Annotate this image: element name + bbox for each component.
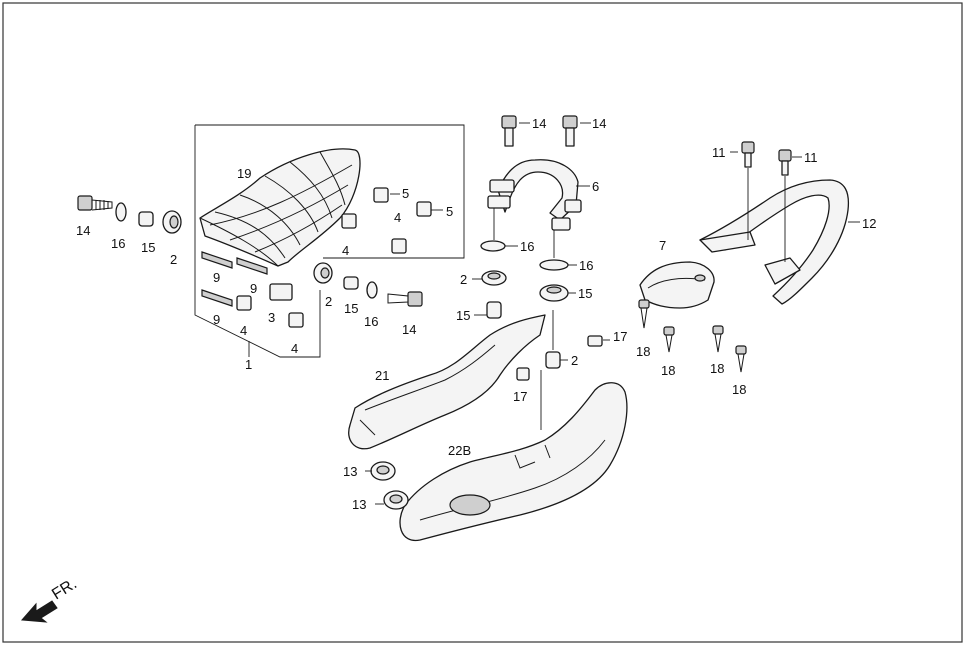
callout-16c: 16 [520, 239, 534, 254]
screw-18b [663, 326, 675, 353]
callout-14a: 14 [76, 223, 90, 238]
callout-5a: 5 [402, 186, 409, 201]
callout-11a: 11 [712, 145, 726, 160]
seat-bolt-right [387, 291, 423, 307]
callout-19: 19 [237, 166, 251, 181]
grommet-13b [383, 490, 409, 510]
callout-18c: 18 [710, 361, 724, 376]
damper-4a [341, 213, 357, 229]
front-arrow-icon [20, 600, 58, 623]
grab-rail-12 [699, 179, 850, 305]
callout-18a: 18 [636, 344, 650, 359]
callout-2a: 2 [170, 252, 177, 267]
grommet-13a [370, 461, 396, 481]
rear-rack [487, 159, 582, 231]
callout-4b: 4 [394, 210, 401, 225]
callout-16a: 16 [111, 236, 125, 251]
collar-2d [545, 351, 561, 369]
washer-16d [539, 259, 569, 271]
callout-15d: 15 [456, 308, 470, 323]
callout-9b: 9 [250, 281, 257, 296]
side-cover-22b [399, 382, 628, 541]
seat-group-box-lower [194, 125, 321, 358]
strip-9b [236, 257, 268, 275]
screw-18a [638, 299, 650, 329]
callout-3: 3 [268, 310, 275, 325]
grommet-right [313, 262, 333, 284]
collar-right [343, 276, 359, 290]
callout-4a: 4 [342, 243, 349, 258]
callout-17b: 17 [513, 389, 527, 404]
callout-15c: 15 [578, 286, 592, 301]
bracket-3 [269, 283, 293, 301]
grommet-15c [539, 284, 569, 302]
seat-group-box [195, 124, 465, 259]
washer-16c [480, 240, 506, 252]
bolt-11a [741, 141, 755, 168]
washer-right [366, 281, 378, 299]
callout-2d: 2 [571, 353, 578, 368]
callout-18b: 18 [661, 363, 675, 378]
callout-18d: 18 [732, 382, 746, 397]
callout-14c: 14 [532, 116, 546, 131]
callout-9a: 9 [213, 270, 220, 285]
screw-18c [712, 325, 724, 353]
callout-17a: 17 [613, 329, 627, 344]
callout-16d: 16 [579, 258, 593, 273]
callout-13a: 13 [343, 464, 357, 479]
callout-22b: 22B [448, 443, 471, 458]
side-cover-21 [348, 314, 546, 450]
strip-9c [201, 289, 233, 307]
callout-2b: 2 [325, 294, 332, 309]
collar-left [138, 211, 154, 227]
callout-12: 12 [862, 216, 876, 231]
callout-9c: 9 [213, 312, 220, 327]
damper-5a [373, 187, 389, 203]
callout-5b: 5 [446, 204, 453, 219]
clip-17a [587, 335, 603, 347]
damper-5b [416, 201, 432, 217]
grommet-2c [481, 270, 507, 286]
callout-6: 6 [592, 179, 599, 194]
callout-21: 21 [375, 368, 389, 383]
callout-4d: 4 [291, 341, 298, 356]
screw-18d [735, 345, 747, 373]
strip-9a [201, 251, 233, 269]
callout-13b: 13 [352, 497, 366, 512]
leader-lines [365, 122, 860, 505]
grommet-left [162, 210, 182, 234]
seat [199, 148, 361, 267]
damper-4b [391, 238, 407, 254]
callout-16b: 16 [364, 314, 378, 329]
callout-4c: 4 [240, 323, 247, 338]
collar-15d [486, 301, 502, 319]
callout-14b: 14 [402, 322, 416, 337]
callout-11b: 11 [804, 150, 818, 165]
callout-15b: 15 [344, 301, 358, 316]
bolt-14b [562, 115, 578, 147]
callout-2c: 2 [460, 272, 467, 287]
tail-cover-7 [639, 261, 715, 309]
callout-14d: 14 [592, 116, 606, 131]
damper-4d [288, 312, 304, 328]
callout-7: 7 [659, 238, 666, 253]
bolt-11b [778, 149, 792, 176]
washer-left [115, 202, 127, 222]
callout-15a: 15 [141, 240, 155, 255]
seat-bolt-left [77, 195, 113, 211]
callout-1: 1 [245, 357, 252, 372]
bolt-14a [501, 115, 517, 147]
damper-4c [236, 295, 252, 311]
clip-17b [516, 367, 530, 381]
front-label: FR. [49, 575, 80, 603]
